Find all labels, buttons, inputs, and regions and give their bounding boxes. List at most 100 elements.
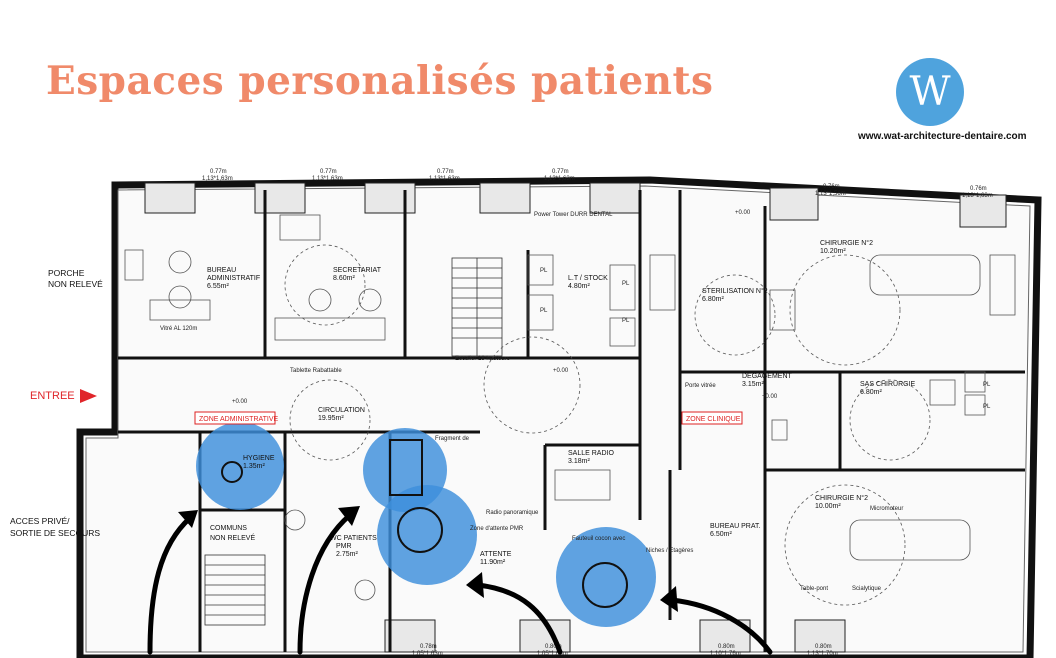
svg-text:SAS CHIRURGIE: SAS CHIRURGIE bbox=[860, 381, 916, 388]
svg-text:10.00m²: 10.00m² bbox=[815, 503, 841, 510]
svg-text:CIRCULATION: CIRCULATION bbox=[318, 407, 365, 414]
svg-text:1,13*1,63m: 1,13*1,63m bbox=[312, 176, 343, 182]
svg-text:Niches / Etagères: Niches / Etagères bbox=[646, 548, 693, 554]
svg-text:+0.00: +0.00 bbox=[762, 394, 778, 400]
chair-icon bbox=[582, 562, 628, 608]
website-link[interactable]: www.wat-architecture-dentaire.com bbox=[858, 131, 1027, 142]
arrow-head-icon bbox=[178, 510, 198, 528]
svg-text:+0.00: +0.00 bbox=[553, 368, 569, 374]
svg-text:Porte vitrée: Porte vitrée bbox=[685, 383, 716, 389]
entrance-label: ENTREE bbox=[30, 390, 75, 402]
arrow-4 bbox=[669, 597, 773, 655]
svg-text:1,13*1,63m: 1,13*1,63m bbox=[962, 193, 993, 199]
entrance-arrow-icon bbox=[80, 389, 97, 403]
svg-text:ADMINISTRATIF: ADMINISTRATIF bbox=[207, 275, 260, 282]
svg-text:PMR: PMR bbox=[336, 543, 352, 550]
svg-text:Zone d'attente PMR: Zone d'attente PMR bbox=[470, 526, 524, 532]
svg-text:SALLE RADIO: SALLE RADIO bbox=[568, 450, 614, 457]
svg-text:NON RELEVÉ: NON RELEVÉ bbox=[210, 533, 255, 542]
svg-text:1,05*1,63m: 1,05*1,63m bbox=[412, 651, 443, 657]
svg-text:6.80m²: 6.80m² bbox=[702, 296, 724, 303]
svg-text:0.77m: 0.77m bbox=[437, 169, 454, 175]
svg-text:PL: PL bbox=[983, 404, 991, 410]
svg-text:0.77m: 0.77m bbox=[320, 169, 337, 175]
arrow-head-icon bbox=[338, 506, 360, 526]
svg-text:Escalier 18 hauteurs: Escalier 18 hauteurs bbox=[455, 356, 510, 362]
chair-icon bbox=[397, 507, 443, 553]
svg-text:BUREAU: BUREAU bbox=[207, 267, 236, 274]
arrow-3 bbox=[475, 582, 563, 655]
svg-text:STERILISATION N°2: STERILISATION N°2 bbox=[702, 287, 768, 295]
svg-text:11.90m²: 11.90m² bbox=[480, 559, 506, 566]
svg-text:0.77m: 0.77m bbox=[210, 169, 227, 175]
svg-text:CHIRURGIE N°2: CHIRURGIE N°2 bbox=[815, 494, 868, 502]
svg-text:PL: PL bbox=[622, 281, 630, 287]
svg-text:+0.00: +0.00 bbox=[735, 210, 751, 216]
brand-logo[interactable]: W bbox=[896, 58, 964, 126]
svg-text:BUREAU PRAT.: BUREAU PRAT. bbox=[710, 523, 760, 530]
arrow-2 bbox=[297, 512, 353, 655]
logo-letter: W bbox=[909, 69, 951, 115]
svg-text:0.78m: 0.78m bbox=[420, 644, 437, 650]
arrow-head-icon bbox=[660, 586, 678, 612]
page-title: Espaces personalisés patients bbox=[46, 58, 714, 104]
zone-admin-label: ZONE ADMINISTRATIVE bbox=[199, 416, 279, 423]
svg-text:1.35m²: 1.35m² bbox=[243, 463, 265, 470]
arrow-1 bbox=[147, 515, 193, 655]
svg-text:3.15m²: 3.15m² bbox=[742, 381, 764, 388]
svg-text:PL: PL bbox=[983, 382, 991, 388]
svg-text:COMMUNS: COMMUNS bbox=[210, 525, 247, 532]
svg-text:CHIRURGIE N°2: CHIRURGIE N°2 bbox=[820, 239, 873, 247]
arrow-head-icon bbox=[466, 572, 484, 598]
svg-text:Scialytique: Scialytique bbox=[852, 586, 882, 592]
svg-text:1,13*1,56m: 1,13*1,56m bbox=[815, 191, 846, 197]
svg-text:0.80m: 0.80m bbox=[545, 644, 562, 650]
svg-text:6.50m²: 6.50m² bbox=[710, 531, 732, 538]
svg-text:1,05*1,63m: 1,05*1,63m bbox=[537, 651, 568, 657]
svg-text:PL: PL bbox=[622, 318, 630, 324]
washbasin-icon bbox=[221, 461, 243, 483]
svg-text:Table-pont: Table-pont bbox=[800, 586, 828, 592]
svg-text:1,13*1,63m: 1,13*1,63m bbox=[544, 176, 575, 182]
acces-label-1: ACCES PRIVÉ/ bbox=[10, 516, 70, 526]
svg-text:Fauteuil cocon avec: Fauteuil cocon avec bbox=[572, 536, 625, 542]
svg-text:Radio panoramique: Radio panoramique bbox=[486, 510, 539, 516]
svg-text:8.60m²: 8.60m² bbox=[333, 275, 355, 282]
svg-text:ATTENTE: ATTENTE bbox=[480, 551, 512, 558]
svg-text:0.80m: 0.80m bbox=[718, 644, 735, 650]
svg-text:+0.00: +0.00 bbox=[232, 399, 248, 405]
svg-text:0.77m: 0.77m bbox=[552, 169, 569, 175]
svg-text:PL: PL bbox=[540, 268, 548, 274]
walkthrough-arrows bbox=[147, 506, 773, 655]
svg-text:SECRETARIAT: SECRETARIAT bbox=[333, 267, 382, 274]
svg-text:Vitré AL 120m: Vitré AL 120m bbox=[160, 326, 197, 332]
svg-text:10.20m²: 10.20m² bbox=[820, 248, 846, 255]
svg-text:1,13*1,63m: 1,13*1,63m bbox=[202, 176, 233, 182]
dimension-labels: 0.77m 1,13*1,63m 0.77m 1,13*1,63m 0.77m … bbox=[202, 169, 993, 657]
svg-text:2.75m²: 2.75m² bbox=[336, 551, 358, 558]
acces-label-2: SORTIE DE SECOURS bbox=[10, 528, 100, 538]
elevator-icon bbox=[389, 439, 423, 496]
svg-text:0.76m: 0.76m bbox=[970, 186, 987, 192]
svg-text:6.55m²: 6.55m² bbox=[207, 283, 229, 290]
svg-text:19.95m²: 19.95m² bbox=[318, 415, 344, 422]
highlight-radio-chair bbox=[556, 527, 656, 627]
svg-text:4.80m²: 4.80m² bbox=[568, 283, 590, 290]
porche-label-1: PORCHE bbox=[48, 268, 85, 278]
svg-text:PL: PL bbox=[540, 308, 548, 314]
svg-text:1,10*1,76m: 1,10*1,76m bbox=[710, 651, 741, 657]
svg-text:Tablette Rabattable: Tablette Rabattable bbox=[290, 368, 342, 374]
room-labels: BUREAU ADMINISTRATIF 6.55m² SECRETARIAT … bbox=[207, 239, 916, 566]
svg-text:HYGIENE: HYGIENE bbox=[243, 455, 275, 462]
zone-clinique-label: ZONE CLINIQUE bbox=[686, 416, 741, 423]
svg-text:6.80m²: 6.80m² bbox=[860, 389, 882, 396]
svg-text:WC PATIENTS: WC PATIENTS bbox=[330, 535, 377, 542]
highlight-attente bbox=[377, 485, 477, 585]
svg-text:Power Tower DURR DENTAL: Power Tower DURR DENTAL bbox=[534, 212, 613, 218]
plan-notes: PL PL PL PL PL PL Escalier 18 hauteurs P… bbox=[160, 212, 991, 592]
furniture bbox=[124, 214, 1016, 606]
svg-text:1,13*1,63m: 1,13*1,63m bbox=[429, 176, 460, 182]
outer-walls bbox=[76, 176, 1042, 658]
staircase bbox=[204, 257, 503, 626]
